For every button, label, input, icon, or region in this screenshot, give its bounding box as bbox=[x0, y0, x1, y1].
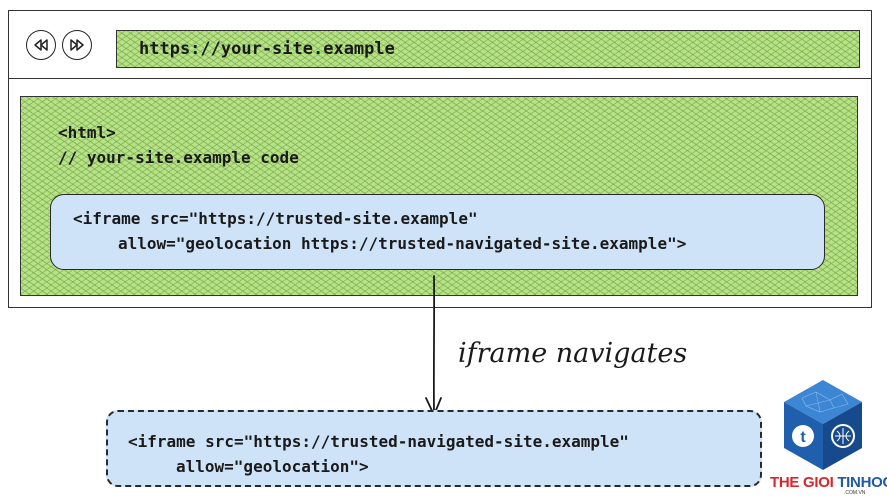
cube-logo-icon: t bbox=[784, 380, 862, 470]
navigated-iframe-allow-line: allow="geolocation"> bbox=[176, 457, 369, 476]
html-tag-line: <html> bbox=[58, 123, 116, 142]
page-content: <html> // your-site.example code <iframe… bbox=[20, 96, 858, 296]
browser-window: https://your-site.example <html> // your… bbox=[8, 10, 872, 308]
arrow-label: iframe navigates bbox=[458, 338, 688, 369]
iframe-element-box: <iframe src="https://trusted-site.exampl… bbox=[50, 194, 825, 270]
rewind-icon bbox=[34, 39, 48, 51]
navigated-iframe-box: <iframe src="https://trusted-navigated-s… bbox=[106, 410, 762, 487]
logo-word-1: THE GIOI bbox=[770, 474, 838, 491]
site-logo: t THE GIOI TINHOC .COM.VN bbox=[770, 378, 887, 498]
iframe-src-line: <iframe src="https://trusted-site.exampl… bbox=[73, 209, 478, 228]
iframe-allow-line: allow="geolocation https://trusted-navig… bbox=[118, 234, 687, 253]
code-comment-line: // your-site.example code bbox=[58, 148, 299, 167]
logo-word-2: TINHOC bbox=[837, 474, 887, 491]
back-button[interactable] bbox=[26, 30, 56, 60]
svg-text:t: t bbox=[800, 429, 806, 446]
logo-subtext: .COM.VN bbox=[844, 490, 866, 496]
navigation-arrow bbox=[425, 275, 442, 416]
logo-wordmark: THE GIOI TINHOC bbox=[770, 474, 887, 491]
url-bar[interactable]: https://your-site.example bbox=[116, 30, 860, 68]
browser-toolbar: https://your-site.example bbox=[9, 11, 871, 79]
fast-forward-icon bbox=[70, 39, 84, 51]
url-text: https://your-site.example bbox=[139, 39, 395, 59]
forward-button[interactable] bbox=[62, 30, 92, 60]
navigated-iframe-src-line: <iframe src="https://trusted-navigated-s… bbox=[128, 432, 629, 451]
